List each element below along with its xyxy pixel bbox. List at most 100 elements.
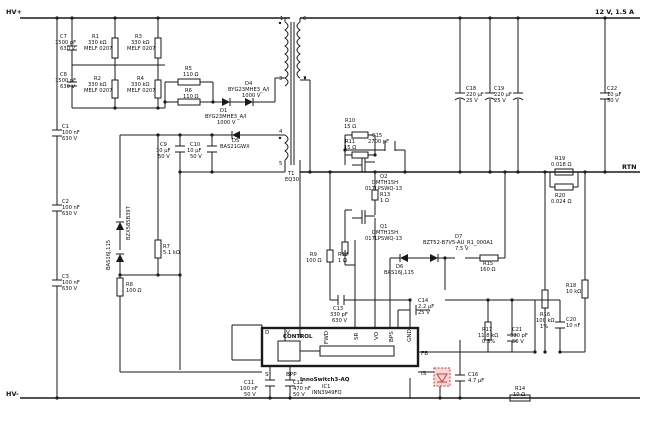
r1-ref: R1 — [92, 34, 99, 40]
ic-pin-d: D — [265, 330, 269, 336]
capacitor-symbols — [52, 45, 610, 387]
ic-pin-vo: VO — [374, 331, 380, 340]
c21-value: 330 pF — [510, 333, 528, 339]
diode-symbols — [116, 98, 439, 262]
c16-highlight — [433, 367, 451, 387]
d1-rating: 1000 V — [217, 120, 236, 126]
c13-rating: 630 V — [332, 318, 348, 324]
ic-control-label: CONTROL — [283, 334, 313, 340]
hv-minus-label: HV- — [6, 390, 19, 398]
c7-rating: 630 V — [60, 46, 76, 52]
component-labels: C1 100 nF 630 V C2 100 nF 630 V C3 100 n… — [55, 34, 622, 398]
c18-ref: C18 — [466, 86, 476, 92]
r15-value: 160 Ω — [480, 267, 496, 273]
c1-rating: 630 V — [62, 136, 78, 142]
r12-value: 1 Ω — [338, 258, 347, 264]
r3-ref: R3 — [135, 34, 142, 40]
r16-value: 100 kΩ — [536, 318, 555, 324]
ic-pin-fwd: FWD — [324, 331, 330, 344]
c20-value: 10 nF — [566, 323, 581, 329]
c11-rating: 50 V — [244, 392, 256, 398]
d3-part: BZX585B39T — [126, 205, 132, 240]
r8-value: 100 Ω — [126, 288, 142, 294]
c18-rating: 25 V — [466, 98, 478, 104]
ic-pin-sr: SR — [354, 332, 360, 340]
c21-ref: C21 — [512, 327, 522, 333]
d4-ref: D4 — [245, 81, 253, 87]
r10-ref: R10 — [345, 118, 355, 124]
ic-pin-gnd: GND — [407, 329, 413, 342]
r11-ref: R11 — [345, 139, 355, 145]
r8-ref: R8 — [126, 282, 133, 288]
c21-rating: 50 V — [512, 339, 524, 345]
c18-value: 220 µF — [466, 92, 484, 98]
pin-3: 3 — [279, 76, 282, 82]
resistor-symbols — [111, 37, 589, 402]
c20-ref: C20 — [566, 317, 576, 323]
r14-ref: R14 — [515, 386, 526, 392]
pin-5: 5 — [279, 161, 282, 167]
r20-ref: R20 — [555, 193, 565, 199]
c10-value: 10 µF — [187, 148, 202, 154]
c12-rating: 50 V — [293, 392, 305, 398]
d7-part: BZT52-B7V5-AU_R1_000A1 — [423, 240, 493, 246]
d4-rating: 1000 V — [242, 93, 261, 99]
d7-ref: D7 — [455, 234, 462, 240]
r10-value: 15 Ω — [344, 124, 356, 130]
d1-ref: D1 — [220, 108, 227, 114]
r6-value: 110 Ω — [183, 94, 199, 100]
r1-value: 330 kΩ — [88, 40, 107, 46]
r9-value: 100 Ω — [306, 258, 322, 264]
c15-value: 2700 pF — [368, 139, 389, 145]
ic-pin-fb: FB — [421, 351, 428, 357]
r15-ref: R15 — [483, 261, 493, 267]
r4-value: 330 kΩ — [131, 82, 150, 88]
r11-value: 15 Ω — [344, 145, 356, 151]
r19-ref: R19 — [555, 156, 565, 162]
c8-value: 1500 pF — [55, 78, 76, 84]
r16-ref: R16 — [540, 312, 550, 318]
c11-value: 100 nF — [240, 386, 258, 392]
t1-ref: T1 — [287, 171, 294, 177]
c1-value: 100 nF — [62, 130, 80, 136]
ic-name: InnoSwitch3-AQ — [300, 377, 350, 383]
c2-value: 100 nF — [62, 205, 80, 211]
d7-rating: 7.5 V — [455, 246, 469, 252]
c14-rating: 25 V — [418, 310, 430, 316]
r17-value: 11.8 kΩ — [478, 333, 498, 339]
pin-6: 6 — [303, 16, 306, 22]
c22-rating: 50 V — [607, 98, 619, 104]
c2-ref: C2 — [62, 199, 69, 205]
ic-pin-s: S — [265, 372, 269, 378]
c7-ref: C7 — [60, 34, 67, 40]
d4-part: BYG23MHE3_A/I — [228, 87, 270, 93]
c10-rating: 50 V — [190, 154, 202, 160]
q1-part-a: DMTH15H — [372, 230, 398, 236]
rtn-label: RTN — [622, 163, 637, 171]
r3-value: 330 kΩ — [131, 40, 150, 46]
c14-value: 2.2 µF — [418, 304, 434, 310]
r17-tolerance: 0.5% — [482, 339, 495, 345]
d1-part: BYG23MHE3_A/I — [205, 114, 247, 120]
c15-ref: C15 — [372, 133, 382, 139]
r18-value: 10 kΩ — [566, 289, 581, 295]
q1-ref: Q1 — [380, 224, 387, 230]
q1-part-b: 017LPSWQ-13 — [365, 236, 402, 242]
c19-ref: C19 — [494, 86, 504, 92]
c7-value: 1500 pF — [55, 40, 76, 46]
r20-value: 0.024 Ω — [551, 199, 571, 205]
r13-ref: R13 — [380, 192, 390, 198]
r5-value: 110 Ω — [183, 72, 199, 78]
r16-tolerance: 1% — [540, 324, 548, 330]
mosfet-symbols — [345, 158, 375, 224]
r2-package: MELF 0207 — [84, 88, 112, 94]
ic-pin-is: IS — [421, 371, 427, 377]
output-label: 12 V, 1.5 A — [595, 8, 634, 16]
r1-package: MELF 0207 — [84, 46, 112, 52]
r14-value: 10 Ω — [513, 392, 525, 398]
c22-ref: C22 — [607, 86, 617, 92]
r7-ref: R7 — [163, 244, 170, 250]
ic1: CONTROL D V S BPP FWD SR VO BPS GND FB I… — [260, 326, 428, 396]
t1-core: EQ30 — [285, 177, 299, 183]
